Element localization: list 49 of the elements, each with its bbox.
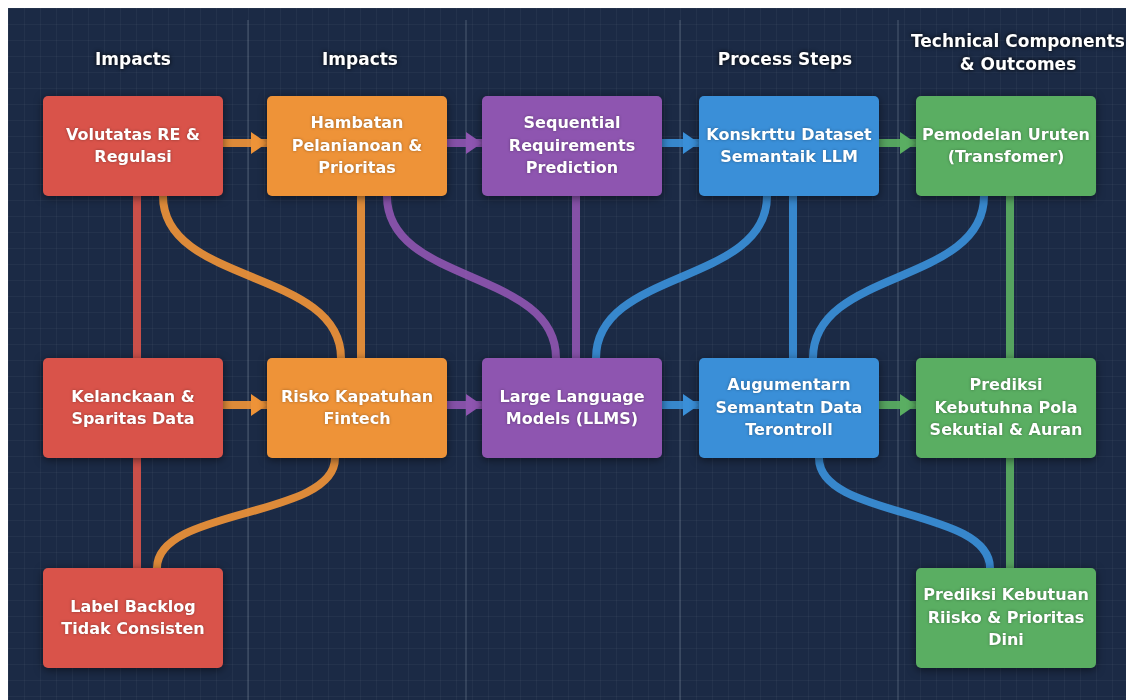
process-box xyxy=(43,568,223,668)
arrow xyxy=(223,394,267,416)
connector-line xyxy=(1006,196,1014,358)
process-box xyxy=(916,96,1096,196)
process-box xyxy=(482,96,662,196)
connector-line xyxy=(133,196,141,358)
connector-line xyxy=(159,195,345,359)
process-box xyxy=(699,96,879,196)
arrow xyxy=(662,394,699,416)
connector-line xyxy=(357,196,365,358)
box-label: Volutatas RE & Regulasi xyxy=(64,123,202,168)
process-box xyxy=(267,96,447,196)
arrow xyxy=(447,132,482,154)
process-box xyxy=(43,96,223,196)
arrow xyxy=(447,394,482,416)
connector-line xyxy=(815,457,994,569)
process-box xyxy=(699,358,879,458)
process-box xyxy=(482,358,662,458)
box-label: Augumentarn Semantatn Data Terontroll xyxy=(714,374,864,442)
box-label: Label Backlog Tidak Consisten xyxy=(60,595,206,640)
column-heading: Impacts xyxy=(321,48,399,71)
connector-line xyxy=(789,196,797,358)
connector-line xyxy=(133,458,141,568)
process-box xyxy=(43,358,223,458)
connector-line xyxy=(153,457,339,569)
box-label: Hambatan Pelanianoan & Prioritas xyxy=(290,112,424,180)
column-heading: Process Steps xyxy=(716,48,854,71)
process-box xyxy=(916,568,1096,668)
arrow xyxy=(662,132,699,154)
box-label: Prediksi Kebutuhna Pola Sekutial & Auran xyxy=(928,374,1084,442)
connector-line xyxy=(1006,458,1014,568)
box-label: Pemodelan Uruten (Transfomer) xyxy=(922,123,1090,168)
arrow xyxy=(223,132,267,154)
box-label: Konskrttu Dataset Semantaik LLM xyxy=(705,123,873,168)
column-heading: Technical Components & Outcomes xyxy=(910,30,1126,76)
connector-line xyxy=(809,195,988,359)
connector-line xyxy=(383,195,560,359)
box-label: Kelanckaan & Sparitas Data xyxy=(70,385,196,430)
arrow xyxy=(879,394,916,416)
column-heading: Impacts xyxy=(94,48,172,71)
box-label: Risko Kapatuhan Fintech xyxy=(279,385,435,430)
arrow xyxy=(879,132,916,154)
box-label: Sequential Requirements Prediction xyxy=(507,112,637,180)
connector-line xyxy=(592,195,771,359)
box-label: Large Language Models (LLMS) xyxy=(498,385,646,430)
box-label: Prediksi Kebutuan Riisko & Prioritas Dini xyxy=(922,584,1090,652)
process-box xyxy=(916,358,1096,458)
connector-line xyxy=(572,196,580,358)
process-box xyxy=(267,358,447,458)
